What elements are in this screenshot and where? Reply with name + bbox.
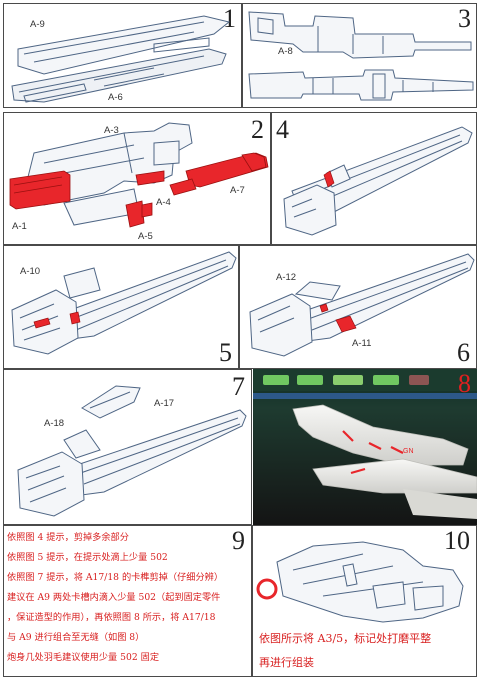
step-2-panel: 2 A-3 A-1 A-4 A-7 A-5 xyxy=(3,112,271,245)
part-label-a17: A-17 xyxy=(154,398,175,409)
step-10-panel: 10 依图所示将 A3/5，标记处打磨平整 再进行组装 xyxy=(252,525,477,677)
step-2-number: 2 xyxy=(251,115,264,144)
part-label-a1: A-1 xyxy=(12,221,27,232)
part-label-a7: A-7 xyxy=(230,185,245,196)
step-3-number: 3 xyxy=(458,4,471,33)
part-label-a18: A-18 xyxy=(44,418,65,429)
part-label-a3: A-3 xyxy=(104,125,119,136)
step-9-panel: 9 依照图 4 提示，剪掉多余部分 依照图 5 提示，在提示处滴上少量 502 … xyxy=(3,525,252,677)
step-10-number: 10 xyxy=(444,526,470,555)
part-assembly-step5-drawing xyxy=(11,251,237,355)
step-9-note-4: 建议在 A9 两处卡槽内滴入少量 502（起到固定零件 xyxy=(7,592,221,603)
part-label-a6: A-6 xyxy=(108,92,123,103)
assembled-model-photo: GN xyxy=(253,369,477,525)
step-10-note-1: 依图所示将 A3/5，标记处打磨平整 xyxy=(259,632,432,645)
step-6-number: 6 xyxy=(457,338,470,367)
part-label-a8: A-8 xyxy=(278,46,293,57)
step-9-number: 9 xyxy=(232,526,245,555)
step-5-number: 5 xyxy=(219,338,232,367)
part-assembly-step6-drawing xyxy=(249,253,475,357)
step-9-note-2: 依照图 5 提示，在提示处滴上少量 502 xyxy=(7,552,168,563)
part-label-a12: A-12 xyxy=(276,272,297,283)
step-9-note-3: 依照图 7 提示，将 A17/18 的卡榫剪掉（仔细分辨） xyxy=(7,572,224,583)
step-9-note-6: 与 A9 进行组合至无缝（如图 8） xyxy=(7,632,145,643)
svg-text:GN: GN xyxy=(403,448,414,455)
part-a8-drawing xyxy=(248,11,474,101)
step-3-panel: 3 A-8 xyxy=(242,3,477,108)
step-4-panel: 4 xyxy=(271,112,477,245)
step-9-note-5: ，保证造型的作用），再依照图 8 所示，将 A17/18 xyxy=(7,612,216,623)
part-a1-a7-drawing xyxy=(9,122,269,228)
part-assembly-step7-drawing xyxy=(17,385,247,517)
step-1-number: 1 xyxy=(223,4,236,33)
part-a3-a5-drawing xyxy=(256,541,464,623)
part-assembly-step4-drawing xyxy=(283,126,473,236)
step-6-panel: 6 A-12 A-11 xyxy=(239,245,477,369)
step-10-note-2: 再进行组装 xyxy=(259,656,314,669)
step-9-note-1: 依照图 4 提示，剪掉多余部分 xyxy=(7,532,129,543)
part-label-a10: A-10 xyxy=(20,266,41,277)
part-label-a4: A-4 xyxy=(156,197,171,208)
step-4-number: 4 xyxy=(276,115,289,144)
step-8-number: 8 xyxy=(458,369,471,398)
step-9-note-7: 炮身几处羽毛建议使用少量 502 固定 xyxy=(7,652,160,663)
step-5-panel: 5 A-10 xyxy=(3,245,239,369)
step-1-panel: 1 A-9 A-6 xyxy=(3,3,242,108)
step-7-number: 7 xyxy=(232,372,245,401)
part-label-a11: A-11 xyxy=(352,338,372,349)
step-7-panel: 7 A-18 A-17 xyxy=(3,369,252,525)
part-label-a5: A-5 xyxy=(138,231,153,242)
part-label-a9: A-9 xyxy=(30,19,45,30)
step-8-photo: GN 8 xyxy=(253,369,477,525)
part-a9-a6-drawing xyxy=(11,15,231,103)
